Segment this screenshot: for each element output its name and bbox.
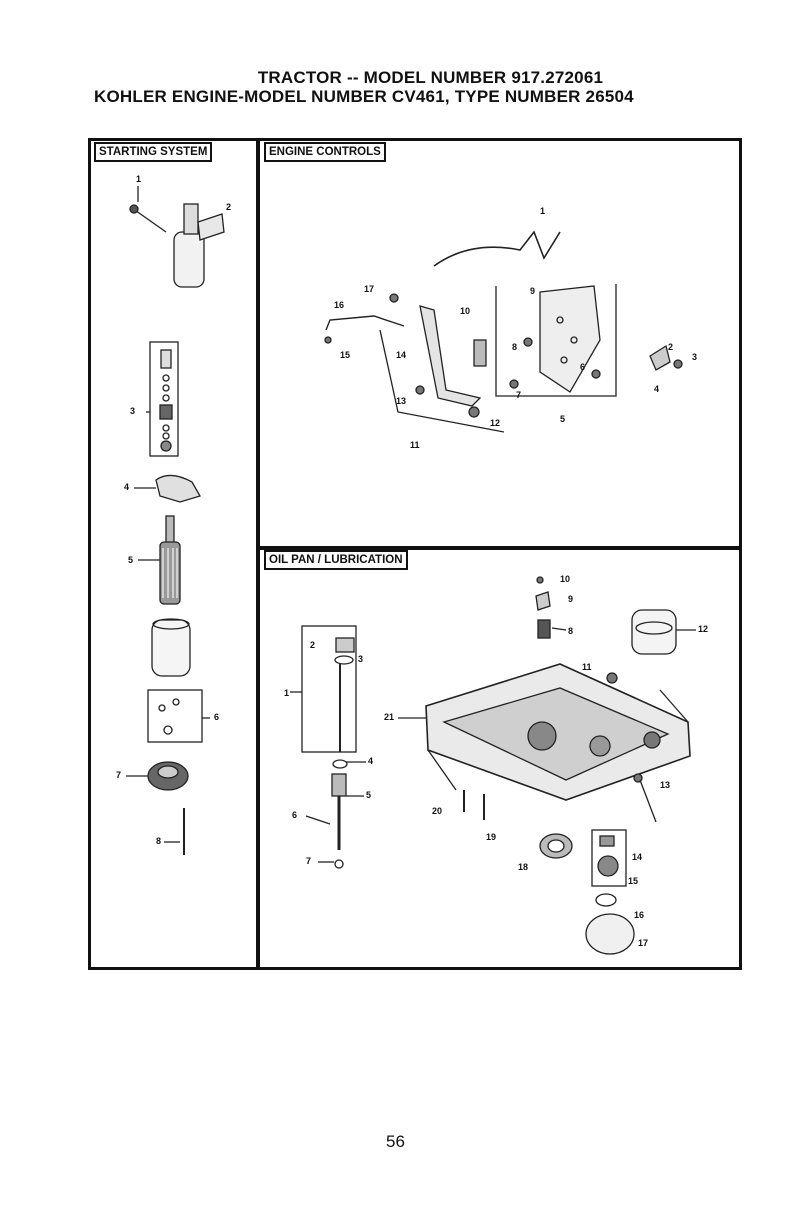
callout-engine-6: 6: [580, 362, 585, 372]
callout-oil-6: 6: [292, 810, 297, 820]
callout-oil-20: 20: [432, 806, 442, 816]
choke-link: [326, 316, 404, 330]
callout-engine-16: 16: [334, 300, 344, 310]
brush-kit: [148, 690, 202, 742]
callout-oil-13: 13: [660, 780, 670, 790]
starter-bolt: [130, 205, 166, 232]
callout-oil-21: 21: [384, 712, 394, 722]
callout-engine-13: 13: [396, 396, 406, 406]
oil-pan: [426, 664, 690, 800]
callout-oil-7: 7: [306, 856, 311, 866]
callout-engine-1: 1: [540, 206, 545, 216]
callout-oil-3: 3: [358, 654, 363, 664]
throttle-cable: [434, 232, 560, 266]
hardware-small: [325, 294, 682, 417]
oil-filter-adapter: [536, 577, 550, 638]
callout-starting-2: 2: [226, 202, 231, 212]
callout-oil-1: 1: [284, 688, 289, 698]
dipstick-tube: [332, 760, 347, 868]
callout-engine-14: 14: [396, 350, 406, 360]
callout-oil-17: 17: [638, 938, 648, 948]
callout-starting-5: 5: [128, 555, 133, 565]
callout-oil-15: 15: [628, 876, 638, 886]
frame-housing: [152, 619, 190, 676]
callout-engine-10: 10: [460, 306, 470, 316]
solenoid-kit: [150, 342, 178, 456]
callout-engine-11: 11: [410, 440, 420, 450]
callout-starting-6: 6: [214, 712, 219, 722]
callout-engine-4: 4: [654, 384, 659, 394]
oil-seal: [540, 834, 572, 858]
callout-oil-5: 5: [366, 790, 371, 800]
callout-starting-4: 4: [124, 482, 129, 492]
callout-engine-7: 7: [516, 390, 521, 400]
callout-oil-19: 19: [486, 832, 496, 842]
armature: [160, 516, 180, 604]
callout-oil-2: 2: [310, 640, 315, 650]
callout-starting-7: 7: [116, 770, 121, 780]
callout-engine-8: 8: [512, 342, 517, 352]
page-number: 56: [0, 1132, 791, 1152]
callout-oil-14: 14: [632, 852, 642, 862]
callout-engine-2: 2: [668, 342, 673, 352]
callout-engine-9: 9: [530, 286, 535, 296]
callout-oil-8: 8: [568, 626, 573, 636]
callout-engine-15: 15: [340, 350, 350, 360]
callout-starting-1: 1: [136, 174, 141, 184]
callout-oil-9: 9: [568, 594, 573, 604]
governor-lever: [420, 306, 486, 406]
callout-engine-5: 5: [560, 414, 565, 424]
callout-oil-11: 11: [582, 662, 592, 672]
drive-end-cap: [148, 762, 188, 790]
callout-oil-16: 16: [634, 910, 644, 920]
end-cap: [156, 475, 200, 502]
callout-engine-12: 12: [490, 418, 500, 428]
callout-oil-4: 4: [368, 756, 373, 766]
callout-oil-18: 18: [518, 862, 528, 872]
callout-oil-10: 10: [560, 574, 570, 584]
callout-starting-8: 8: [156, 836, 161, 846]
oil-pump-parts: [586, 830, 634, 954]
callout-oil-12: 12: [698, 624, 708, 634]
starter-motor: [174, 204, 224, 287]
callout-engine-3: 3: [692, 352, 697, 362]
callout-starting-3: 3: [130, 406, 135, 416]
callout-engine-17: 17: [364, 284, 374, 294]
oil-filter: [632, 610, 676, 654]
control-bracket: [540, 286, 600, 392]
